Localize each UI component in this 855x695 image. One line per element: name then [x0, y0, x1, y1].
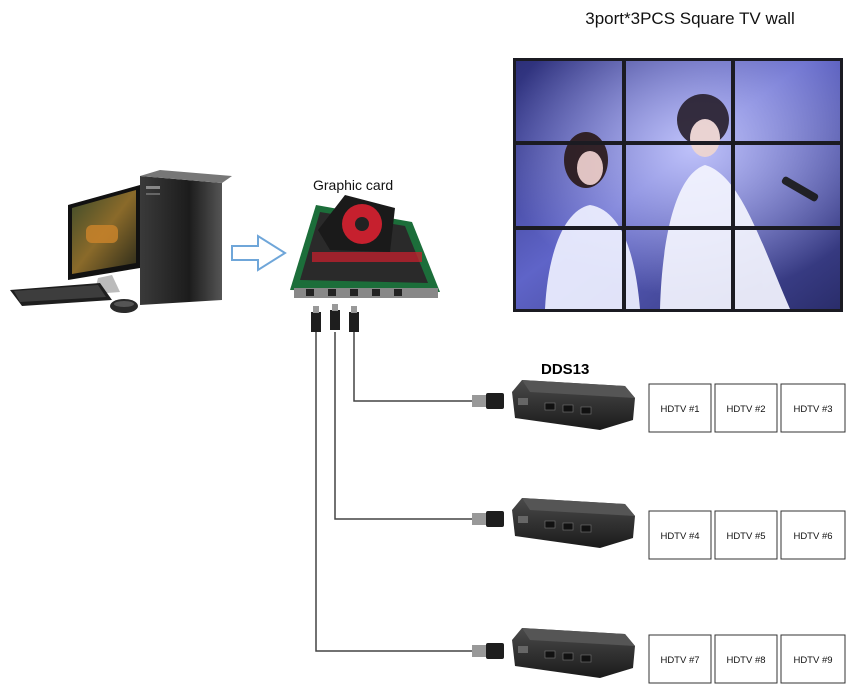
displayport-plug-icon — [349, 306, 359, 332]
hdtv-box-4 — [648, 510, 712, 560]
hdtv-box-6 — [780, 510, 846, 560]
graphic-card-label: Graphic card — [313, 177, 393, 193]
hdtv-label-5: HDTV #5 — [726, 531, 765, 542]
card-plugs — [311, 304, 359, 332]
tv-wall-photo — [513, 58, 843, 312]
hdtv-label-7: HDTV #7 — [660, 655, 699, 666]
splitter-row-1 — [472, 380, 635, 430]
hdtv-label-8: HDTV #8 — [726, 655, 765, 666]
graphics-card-icon — [290, 195, 440, 298]
hdtv-grid — [648, 383, 846, 684]
displayport-plug-icon — [472, 511, 504, 527]
cable-1 — [353, 332, 472, 402]
hdtv-label-4: HDTV #4 — [660, 531, 699, 542]
hdtv-label-6: HDTV #6 — [793, 531, 832, 542]
diagram-title: 3port*3PCS Square TV wall — [585, 9, 794, 28]
cable-group — [315, 332, 472, 652]
cable-3 — [315, 332, 472, 652]
right-arrow-icon — [231, 234, 287, 272]
displayport-plug-icon — [330, 304, 340, 330]
device-label: DDS13 — [541, 361, 589, 378]
hdtv-box-2 — [714, 383, 778, 433]
splitter-box-icon — [512, 498, 635, 548]
hdtv-box-7 — [648, 634, 712, 684]
hdtv-box-3 — [780, 383, 846, 433]
hdtv-box-9 — [780, 634, 846, 684]
hdtv-box-8 — [714, 634, 778, 684]
displayport-plug-icon — [472, 643, 504, 659]
hdtv-box-5 — [714, 510, 778, 560]
displayport-plug-icon — [311, 306, 321, 332]
hdtv-label-1: HDTV #1 — [660, 404, 699, 415]
hdtv-label-9: HDTV #9 — [793, 655, 832, 666]
desktop-computer-icon — [10, 170, 232, 313]
hdtv-box-1 — [648, 383, 712, 433]
hdtv-label-2: HDTV #2 — [726, 404, 765, 415]
splitter-row-2 — [472, 498, 635, 548]
splitter-box-icon — [512, 380, 635, 430]
hdtv-label-3: HDTV #3 — [793, 404, 832, 415]
cable-2 — [334, 332, 472, 520]
splitter-row-3 — [472, 628, 635, 678]
hdtv-labels: HDTV #1 HDTV #2 HDTV #3 HDTV #4 HDTV #5 … — [660, 404, 832, 666]
splitter-box-icon — [512, 628, 635, 678]
displayport-plug-icon — [472, 393, 504, 409]
